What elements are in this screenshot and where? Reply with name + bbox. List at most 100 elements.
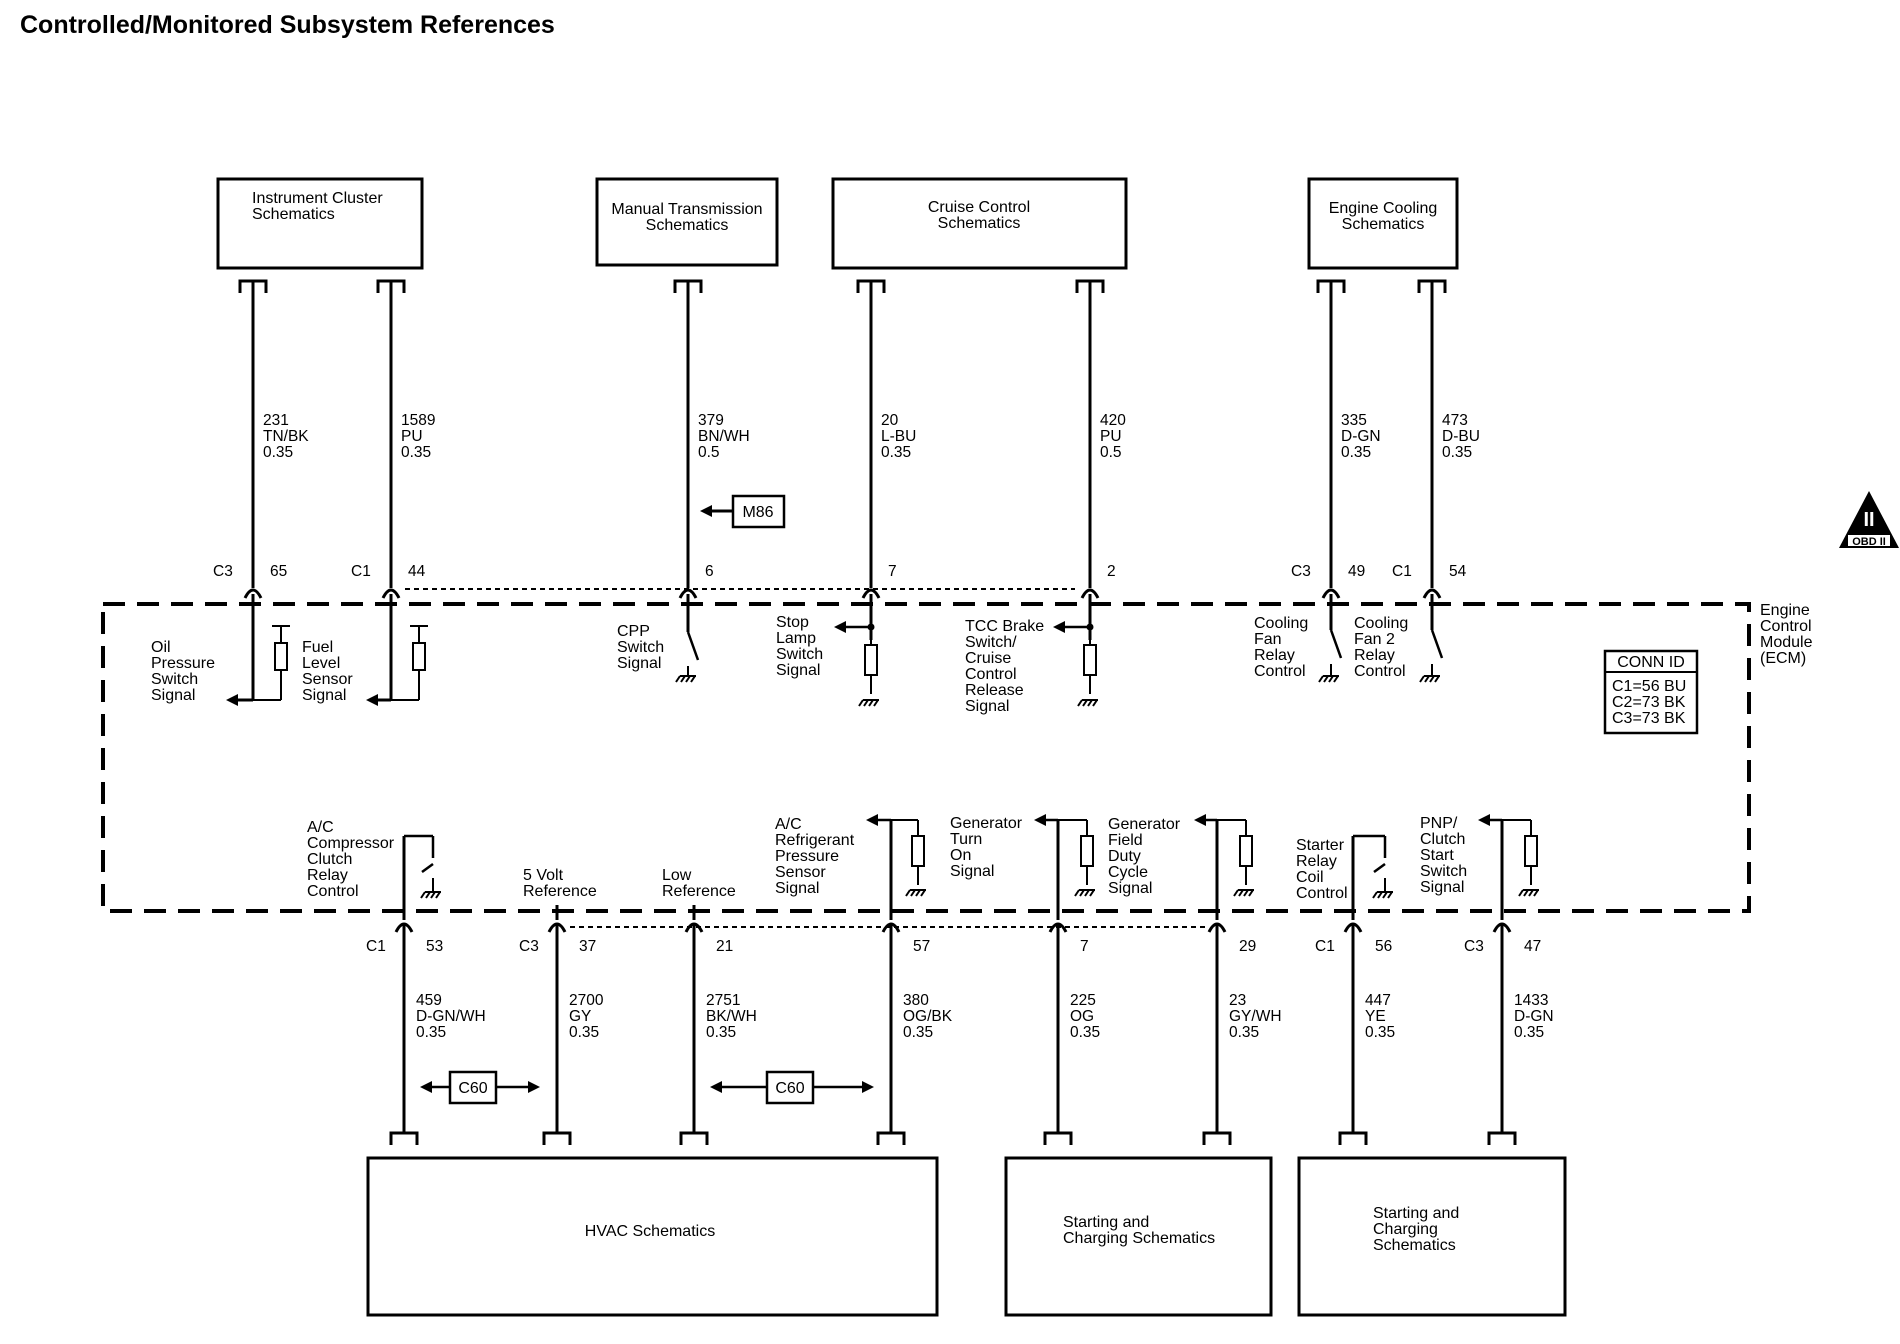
top-schematic-box (216, 177, 424, 270)
ground-icon (1233, 889, 1254, 897)
signal-label: Starter (1296, 837, 1345, 854)
wire-gauge: 0.35 (401, 444, 431, 461)
signal-label: Signal (617, 655, 661, 672)
wire-gauge: 0.35 (1365, 1024, 1395, 1041)
signal-label: 5 Volt (523, 867, 564, 884)
top-box-label: Schematics (646, 217, 729, 234)
signal-label: Signal (1108, 880, 1152, 897)
connector-id: C1 (1315, 938, 1335, 955)
ground-icon (1518, 889, 1539, 897)
signal-arrow (1034, 814, 1046, 826)
top-wire-terminal (861, 588, 881, 599)
signal-label: Cycle (1108, 864, 1148, 881)
conn-id-row: C3=73 BK (1612, 710, 1686, 727)
bottom-wire-connector (542, 1131, 572, 1145)
wire-color: BN/WH (698, 428, 750, 445)
pulldown-resistor-icon (1083, 644, 1097, 676)
obd-badge-plate (1848, 535, 1890, 546)
wire-color: OG (1070, 1008, 1094, 1025)
top-box-label: Engine Cooling (1329, 200, 1438, 217)
signal-label: Clutch (307, 851, 352, 868)
signal-label: Stop (776, 614, 809, 631)
pin-number: 54 (1449, 563, 1467, 580)
c60-arrow-right (862, 1081, 874, 1093)
pin-number: 29 (1239, 938, 1256, 955)
wire-color: YE (1365, 1008, 1386, 1025)
obd-badge-triangle (1839, 491, 1899, 548)
ecm-label: Module (1760, 634, 1813, 651)
top-schematic-box (1307, 177, 1459, 270)
switch-icon (1329, 629, 1343, 659)
switch-icon (421, 862, 434, 874)
top-wire-terminal (381, 588, 401, 599)
wire-color: L-BU (881, 428, 916, 445)
connector-id: C3 (1291, 563, 1311, 580)
switch-icon (686, 631, 700, 661)
circuit-number: 473 (1442, 412, 1468, 429)
wire-gauge: 0.5 (1100, 444, 1122, 461)
circuit-number: 23 (1229, 992, 1246, 1009)
signal-label: Oil (151, 639, 171, 656)
ground-icon (420, 891, 441, 899)
signal-label: Coil (1296, 869, 1324, 886)
signal-label: Switch/ (965, 634, 1017, 651)
signal-label: Duty (1108, 848, 1141, 865)
signal-label: Fuel (302, 639, 333, 656)
bottom-schematic-box (366, 1156, 939, 1317)
pin-number: 7 (888, 563, 897, 580)
connector-id: C1 (1392, 563, 1412, 580)
ground-icon (1074, 889, 1095, 897)
circuit-number: 379 (698, 412, 724, 429)
circuit-number: 459 (416, 992, 442, 1009)
circuit-number: 447 (1365, 992, 1391, 1009)
ground-icon (1372, 891, 1393, 899)
c60-tag-box (448, 1070, 498, 1105)
bottom-schematic-box (1297, 1156, 1567, 1317)
circuit-number: 420 (1100, 412, 1126, 429)
wire-color: D-GN (1514, 1008, 1554, 1025)
signal-label: Cooling (1254, 615, 1308, 632)
signal-label: Cruise (965, 650, 1011, 667)
bottom-wire-connector (1202, 1131, 1232, 1145)
signal-label: Signal (776, 662, 820, 679)
ground-icon (1318, 675, 1339, 683)
signal-label: Release (965, 682, 1024, 699)
connector-tag: C60 (775, 1080, 804, 1097)
signal-label: Signal (950, 863, 994, 880)
wire-gauge: 0.35 (1070, 1024, 1100, 1041)
signal-label: Reference (662, 883, 736, 900)
pull-resistor-icon (1239, 835, 1253, 867)
bottom-box-label: Starting and (1063, 1214, 1149, 1231)
bottom-box-label: HVAC Schematics (585, 1223, 715, 1240)
signal-arrow (1478, 814, 1490, 826)
signal-label: On (950, 847, 971, 864)
signal-label: Cooling (1354, 615, 1408, 632)
connector-id: C3 (519, 938, 539, 955)
signal-label: Sensor (302, 671, 353, 688)
pulldown-resistor-icon (864, 644, 878, 676)
signal-label: Clutch (1420, 831, 1465, 848)
signal-label: Low (662, 867, 692, 884)
pin-number: 53 (426, 938, 443, 955)
signal-label: Signal (775, 880, 819, 897)
signal-label: Level (302, 655, 340, 672)
signal-label: Sensor (775, 864, 826, 881)
signal-label: PNP/ (1420, 815, 1458, 832)
signal-label: Switch (617, 639, 664, 656)
signal-label: Switch (1420, 863, 1467, 880)
bottom-wire-connector (389, 1131, 419, 1145)
signal-arrow (226, 694, 238, 706)
wire-gauge: 0.35 (1514, 1024, 1544, 1041)
signal-label: Turn (950, 831, 982, 848)
conn-id-row: C1=56 BU (1612, 678, 1686, 695)
bottom-wire-connector (876, 1131, 906, 1145)
wire-color: D-BU (1442, 428, 1480, 445)
signal-arrow (834, 621, 846, 633)
top-wire-terminal (1321, 588, 1341, 599)
pullup-resistor-icon (274, 642, 288, 671)
ground-icon (675, 675, 696, 683)
bottom-wire-connector (1487, 1131, 1517, 1145)
signal-label: A/C (307, 819, 334, 836)
